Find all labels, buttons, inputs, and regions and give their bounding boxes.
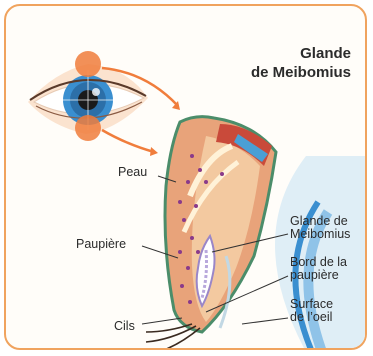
label-glande-line-2: Meibomius [290,228,350,241]
label-bord-line-2: paupière [290,269,347,282]
pointer-arrow-lower [102,130,154,152]
label-surface: Surface de l’oeil [290,298,333,324]
eyelid-marker-lower [75,115,101,141]
title-line-2: de Meibomius [251,63,351,82]
leader-cils [142,318,182,324]
leader-surface [242,318,288,324]
pointer-arrow-lower-head [150,147,158,156]
label-surface-line-2: de l’oeil [290,311,333,324]
label-paupiere: Paupière [76,238,126,251]
label-bord: Bord de la paupière [290,256,347,282]
title-line-1: Glande [251,44,351,63]
diagram-title: Glande de Meibomius [251,44,351,82]
diagram-card: Glande de Meibomius Peau Paupière Cils G… [4,4,367,350]
eyelid-marker-upper [75,51,101,77]
label-peau: Peau [118,166,147,179]
label-glande: Glande de Meibomius [290,215,350,241]
label-cils: Cils [114,320,135,333]
